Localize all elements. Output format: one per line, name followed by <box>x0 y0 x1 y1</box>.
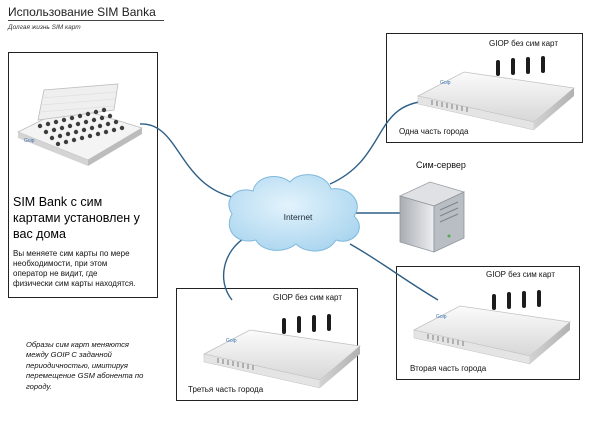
rotation-note-line: городу. <box>26 381 52 391</box>
rotation-note: Образы сим карт меняются между GOIP С за… <box>26 340 176 392</box>
simbank-description-line: Вы меняете сим карты по мере <box>13 249 130 258</box>
simbank-description: Вы меняете сим карты по мере необходимос… <box>13 249 156 289</box>
cloud-label: Internet <box>284 212 313 222</box>
cable-gateway-top <box>329 100 429 185</box>
cable-simbank <box>139 123 237 199</box>
page-subtitle: Долгая жизнь SIM карт <box>8 24 81 31</box>
simbank-title-line: вас дома <box>13 227 66 241</box>
gateway-device-top: Goip <box>416 56 575 131</box>
gateway-bottom-right-logo: Goip <box>436 314 447 320</box>
cable-gateway-bottom-right <box>349 243 439 301</box>
gateway-device-bottom-left: Goip <box>202 314 361 389</box>
server-label: Сим-сервер <box>416 160 466 170</box>
simbank-device: Goip <box>17 83 143 166</box>
simbank-description-line: оператор не видит, где <box>13 269 98 278</box>
gateway-bottom-left-name: GIOP без сим карт <box>273 293 342 302</box>
title-underline <box>8 20 164 21</box>
simbank-description-line: физически сим карты находятся. <box>13 279 136 288</box>
internet-cloud <box>228 174 360 252</box>
gateway-device-bottom-right: Goip <box>412 290 571 365</box>
gateway-top-location: Одна часть города <box>399 127 469 136</box>
server-icon <box>398 181 466 253</box>
simbank-title: SIM Bank с сим картами установлен у вас … <box>13 194 155 242</box>
simbank-title-line: SIM Bank с сим <box>13 195 103 209</box>
rotation-note-line: между GOIP С заданной <box>26 350 112 360</box>
simbank-description-line: необходимости, при этом <box>13 259 108 268</box>
page-title: Использование SIM Banka <box>8 5 156 19</box>
gateway-bottom-left-logo: Goip <box>226 338 237 344</box>
gateway-bottom-right-name: GIOP без сим карт <box>486 270 555 279</box>
cable-gateway-bottom-left <box>222 236 247 301</box>
simbank-logo: Goip <box>24 138 35 144</box>
gateway-top-name: GIOP без сим карт <box>489 39 558 48</box>
simbank-title-line: картами установлен у <box>13 211 140 225</box>
gateway-bottom-right-location: Вторая часть города <box>410 364 487 373</box>
network-cables <box>139 100 439 301</box>
gateway-top-logo: Goip <box>440 80 451 86</box>
rotation-note-line: периодичностью, имитируя <box>26 360 128 370</box>
gateway-bottom-left-location: Третья часть города <box>188 385 264 394</box>
rotation-note-line: Образы сим карт меняются <box>26 340 129 349</box>
rotation-note-line: перемещение GSM абонента по <box>26 371 144 381</box>
